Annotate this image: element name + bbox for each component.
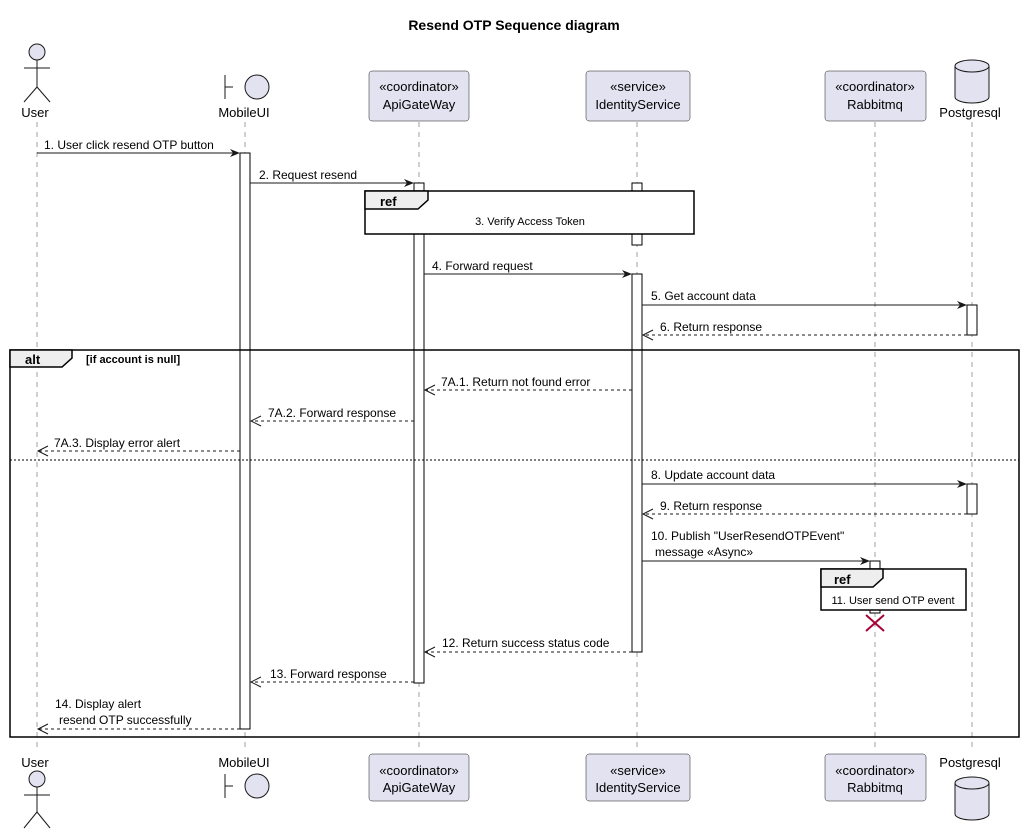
activation-postgresql-2 (966, 483, 978, 515)
participant-mobileui-top: MobileUI (218, 74, 270, 120)
message-label: 7A.1. Return not found error (441, 375, 590, 389)
boundary-icon (224, 74, 270, 100)
message-label-line2: resend OTP successfully (59, 713, 192, 727)
participant-label: ApiGateWay (383, 780, 456, 795)
message-label: 7A.3. Display error alert (54, 436, 181, 450)
boundary-icon (224, 773, 270, 799)
participant-apigateway-bottom: «coordinator» ApiGateWay (368, 753, 470, 802)
message-label: 9. Return response (660, 499, 762, 513)
database-icon (954, 776, 990, 821)
activation-postgresql-1 (966, 304, 978, 336)
participant-identityservice-top: «service» IdentityService (585, 70, 691, 122)
activation-identityservice-2 (631, 273, 643, 653)
participant-identityservice-bottom: «service» IdentityService (585, 753, 691, 802)
message-label: 7A.2. Forward response (268, 406, 396, 420)
participant-label: IdentityService (595, 97, 680, 112)
ref-label: ref (834, 572, 851, 587)
alt-label: alt (25, 352, 41, 367)
diagram-title: Resend OTP Sequence diagram (408, 17, 619, 33)
message-1: 1. User click resend OTP button (37, 138, 240, 157)
participant-rabbitmq-bottom: «coordinator» Rabbitmq (824, 753, 927, 802)
message-label: 8. Update account data (651, 468, 775, 482)
participant-stereotype: «service» (610, 763, 666, 778)
participant-rabbitmq-top: «coordinator» Rabbitmq (824, 70, 927, 122)
activation-apigateway (413, 182, 425, 684)
alt-frame: alt [if account is null] (9, 349, 1020, 738)
participant-postgresql-bottom: Postgresql (939, 755, 1001, 821)
message-7a1: 7A.1. Return not found error (423, 375, 632, 396)
message-label: 12. Return success status code (442, 636, 610, 650)
participant-label: Postgresql (939, 105, 1001, 120)
participant-label: Rabbitmq (847, 97, 903, 112)
message-label-line1: 14. Display alert (55, 697, 142, 711)
message-7a3: 7A.3. Display error alert (36, 436, 240, 457)
message-2: 2. Request resend (250, 168, 414, 187)
message-13: 13. Forward response (249, 667, 414, 688)
message-label-line2: message «Async» (655, 545, 753, 559)
activation-mobileui (239, 152, 251, 730)
message-label: 13. Forward response (270, 667, 387, 681)
participant-stereotype: «coordinator» (835, 763, 915, 778)
participant-stereotype: «service» (610, 79, 666, 94)
participant-label: MobileUI (218, 755, 269, 770)
message-6: 6. Return response (641, 320, 967, 341)
destroy-marker-icon (865, 614, 885, 632)
message-8: 8. Update account data (642, 468, 967, 488)
participant-stereotype: «coordinator» (835, 79, 915, 94)
participant-label: ApiGateWay (383, 97, 456, 112)
participant-user-bottom: User (21, 755, 51, 829)
actor-icon (23, 770, 51, 829)
message-label: 5. Get account data (651, 289, 756, 303)
message-10: 10. Publish "UserResendOTPEvent" message… (642, 529, 870, 565)
participant-label: User (21, 105, 49, 120)
message-9: 9. Return response (641, 499, 967, 520)
ref-frame-send-otp: ref 11. User send OTP event (820, 568, 967, 611)
message-label: 1. User click resend OTP button (44, 138, 214, 152)
message-4: 4. Forward request (424, 259, 632, 278)
participant-label: User (21, 755, 49, 770)
message-14: 14. Display alert resend OTP successfull… (36, 697, 240, 735)
message-label-line1: 10. Publish "UserResendOTPEvent" (651, 529, 844, 543)
message-12: 12. Return success status code (423, 636, 632, 658)
actor-icon (23, 43, 51, 103)
ref-frame-verify-token: ref 3. Verify Access Token (364, 190, 695, 235)
message-7a2: 7A.2. Forward response (249, 406, 414, 427)
participant-label: Rabbitmq (847, 780, 903, 795)
participant-label: IdentityService (595, 780, 680, 795)
participant-label: Postgresql (939, 755, 1001, 770)
message-label: 4. Forward request (432, 259, 533, 273)
participant-stereotype: «coordinator» (379, 763, 459, 778)
participant-user-top: User (21, 43, 51, 120)
participant-label: MobileUI (218, 105, 269, 120)
participant-stereotype: «coordinator» (379, 79, 459, 94)
participant-mobileui-bottom: MobileUI (218, 755, 270, 799)
message-label: 2. Request resend (259, 168, 357, 182)
participant-apigateway-top: «coordinator» ApiGateWay (368, 70, 470, 122)
database-icon (954, 59, 990, 104)
participant-postgresql-top: Postgresql (939, 59, 1001, 120)
message-5: 5. Get account data (642, 289, 967, 309)
ref-text: 3. Verify Access Token (475, 216, 585, 228)
message-label: 6. Return response (660, 320, 762, 334)
ref-text: 11. User send OTP event (831, 595, 954, 607)
alt-condition: [if account is null] (86, 354, 180, 366)
ref-label: ref (380, 194, 397, 209)
